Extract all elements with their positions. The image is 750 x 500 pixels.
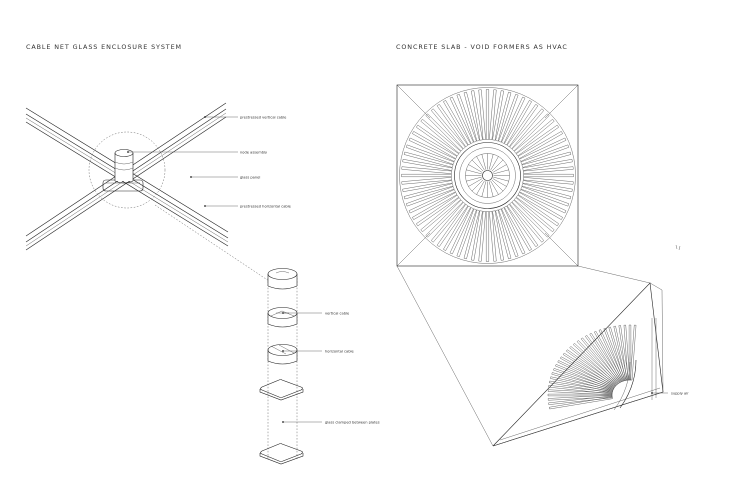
radial-void-formers — [401, 89, 574, 262]
leader-node-assembly: node assembly — [127, 150, 268, 154]
leader-horizontal-cable: horizontal cable — [282, 349, 355, 353]
segment-void-formers — [547, 324, 637, 410]
segment-outline — [492, 282, 664, 447]
cable-net-axonometric: prestressed vertical cable node assembly… — [25, 102, 292, 284]
leader-prestressed-horizontal: prestressed horizontal cable — [204, 204, 292, 208]
label-vertical-cable: vertical cable — [325, 311, 350, 315]
label-prestressed-vertical-cable: prestressed vertical cable — [240, 115, 287, 119]
exploded-node-detail: vertical cable horizontal cable glass cl… — [259, 268, 380, 465]
tick-mark — [675, 244, 681, 251]
upper-clamp-plate — [259, 379, 304, 401]
lower-clamp-plate — [259, 443, 304, 465]
label-supply-air: supply air — [671, 391, 689, 395]
projection-edge-right — [577, 265, 651, 284]
left-drawing-title: CABLE NET GLASS ENCLOSURE SYSTEM — [26, 43, 182, 51]
leader-vertical-cable: vertical cable — [282, 311, 350, 315]
top-cap — [267, 268, 298, 290]
detail-circle — [88, 131, 166, 209]
inner-ring — [454, 142, 521, 209]
label-glass-panel: glass panel — [240, 175, 260, 179]
slab-plan — [396, 84, 579, 267]
label-glass-clamped: glass clamped between plates — [325, 420, 380, 424]
leader-glass-clamped: glass clamped between plates — [282, 420, 380, 424]
node-assembly — [114, 149, 134, 184]
right-drawing-title: CONCRETE SLAB - VOID FORMERS AS HVAC — [396, 43, 568, 51]
vertical-cable-disc — [267, 307, 298, 328]
slab-axonometric-segment: supply air — [492, 282, 689, 447]
projection-line — [154, 204, 273, 284]
leader-prestressed-vertical: prestressed vertical cable — [204, 115, 287, 119]
slab-outline — [396, 84, 579, 267]
label-prestressed-horizontal-cable: prestressed horizontal cable — [240, 204, 292, 208]
projection-edge-left — [396, 265, 494, 447]
outer-ring — [399, 87, 576, 264]
hub-center — [482, 170, 493, 181]
horizontal-cable-disc — [267, 344, 298, 365]
hub-spokes — [465, 153, 510, 198]
leader-glass-panel: glass panel — [190, 175, 260, 179]
label-node-assembly: node assembly — [240, 150, 268, 154]
label-horizontal-cable: horizontal cable — [325, 349, 355, 353]
